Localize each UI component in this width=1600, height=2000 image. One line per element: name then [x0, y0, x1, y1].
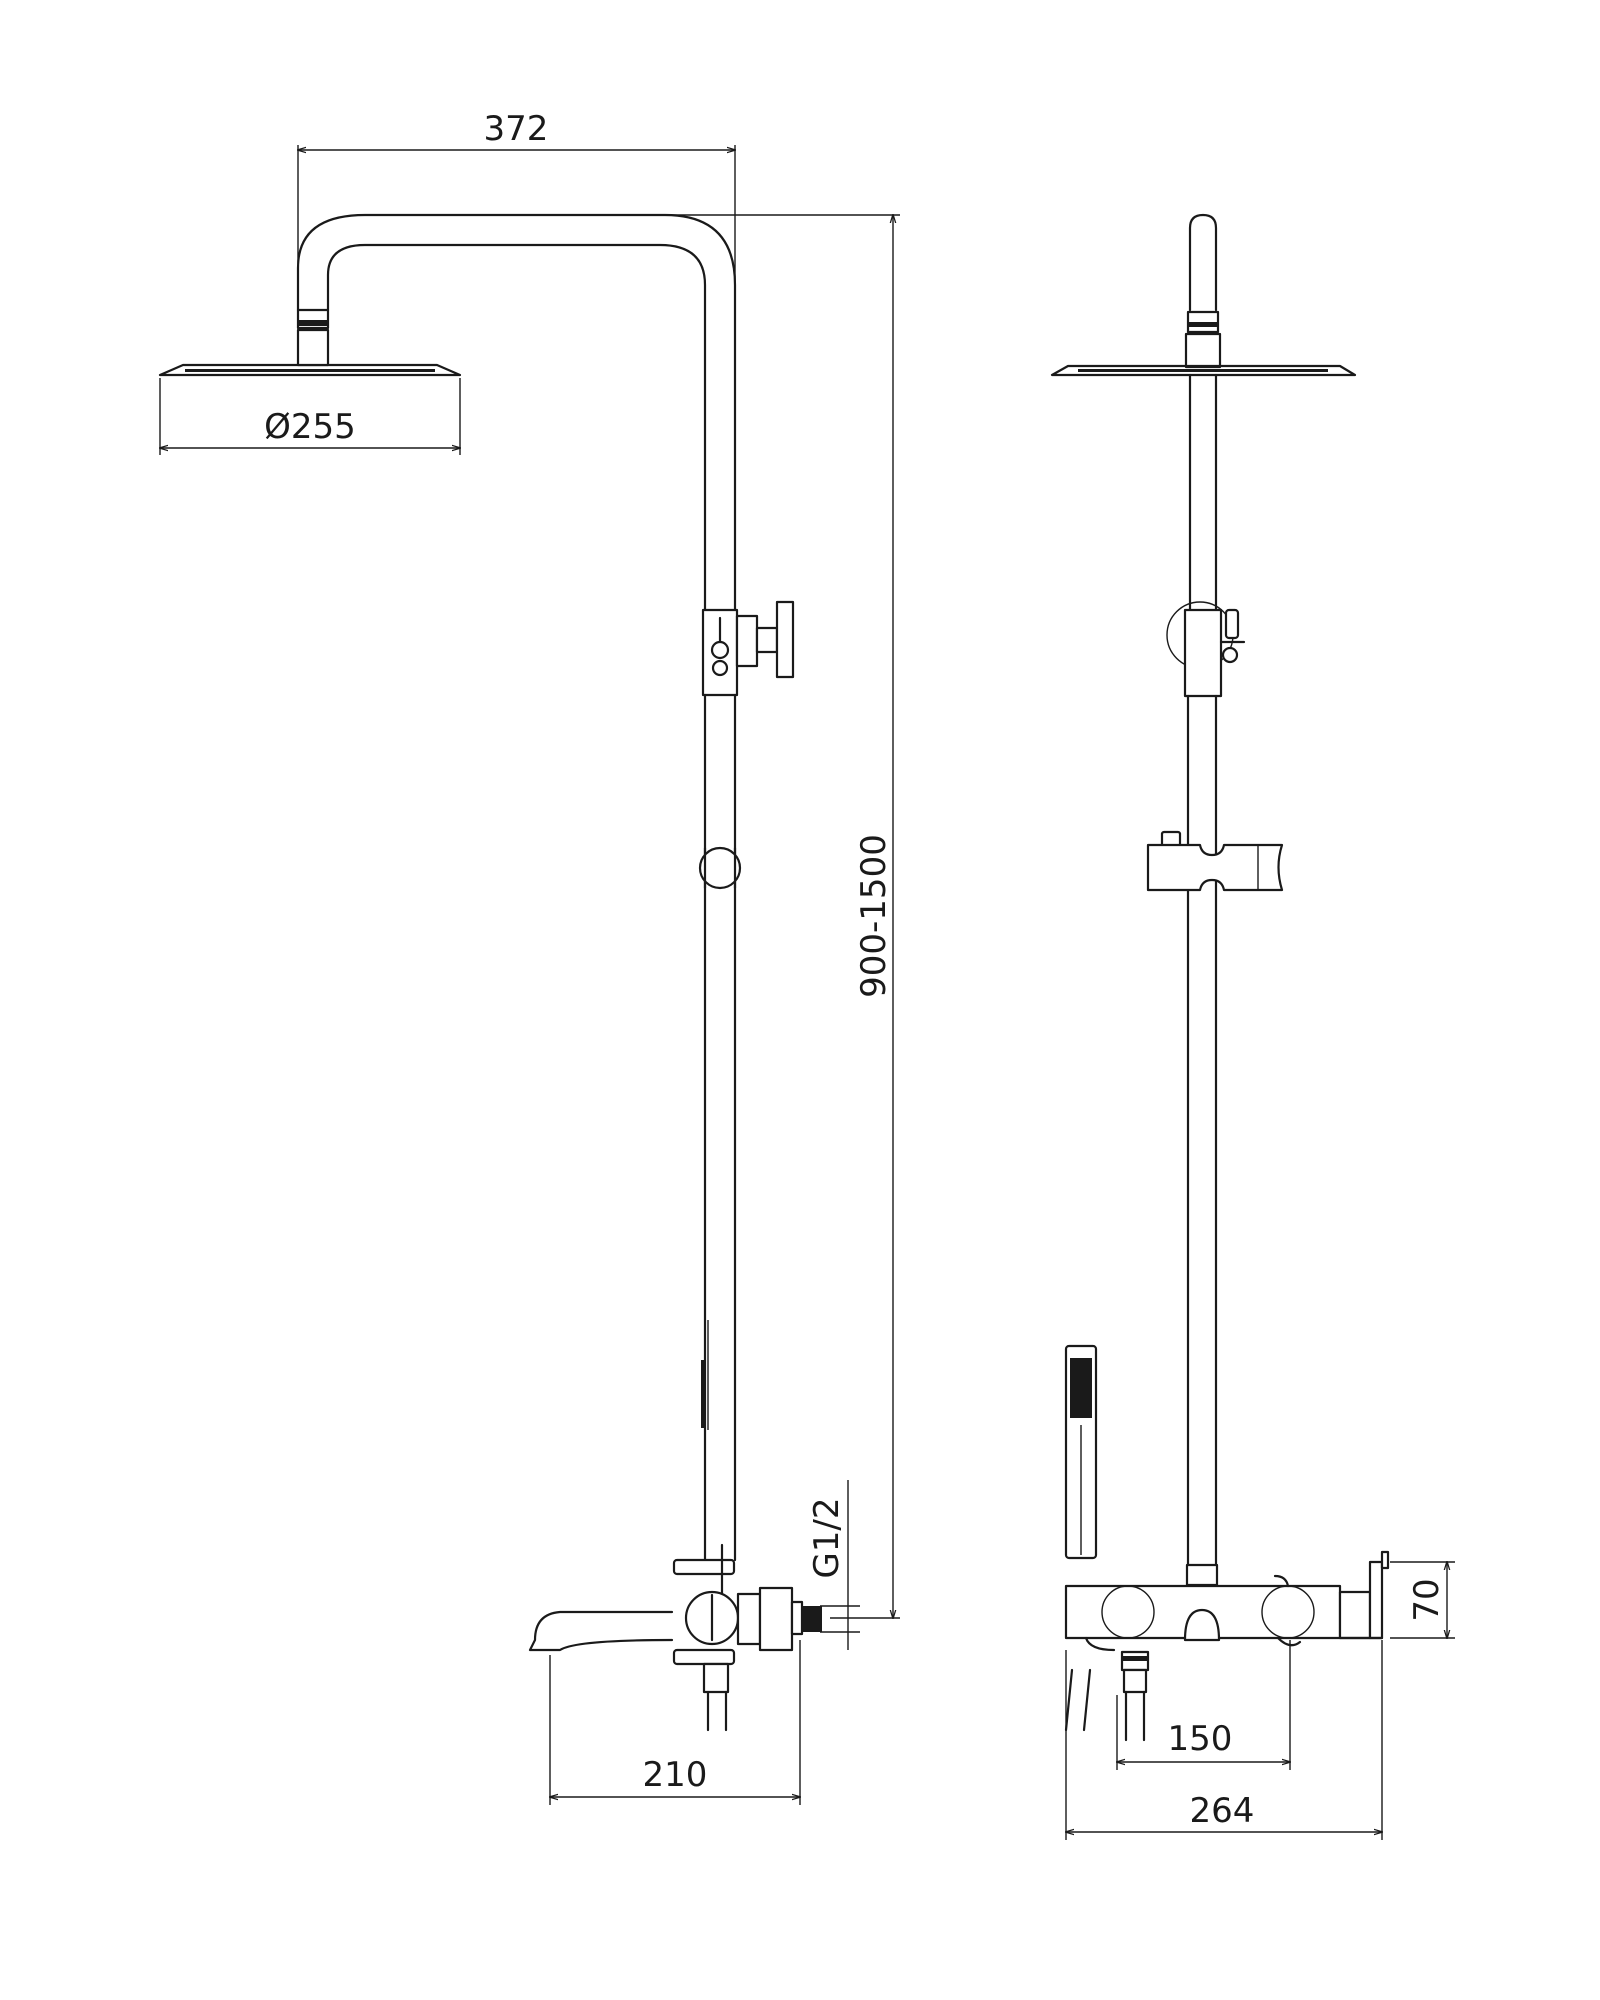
side-view: 70 150 264 [1050, 213, 1455, 1840]
shower-head [158, 308, 462, 377]
shower-head-side [1050, 310, 1357, 377]
dim-head-diameter: Ø255 [160, 378, 460, 455]
front-view: 372 Ø255 900-1500 G1/2 210 [158, 109, 900, 1805]
mixer-body-side [1064, 1550, 1390, 1652]
riser-rail [698, 693, 742, 1562]
dim-label-thread: G1/2 [807, 1497, 847, 1578]
bath-mixer [528, 1543, 822, 1732]
dim-label-spout-projection: 210 [643, 1755, 708, 1795]
dim-spout-projection: 210 [550, 1640, 800, 1805]
dim-label-head-diameter: Ø255 [264, 407, 356, 447]
slider-bracket [1146, 830, 1284, 892]
dim-thread: G1/2 [807, 1480, 860, 1650]
dim-label-total-depth: 264 [1190, 1791, 1255, 1831]
diverter-side [1166, 601, 1246, 698]
dim-mixer-height: 70 [1390, 1562, 1455, 1638]
hand-shower [1064, 1344, 1098, 1732]
rail-bottom-fitting [1185, 1563, 1219, 1587]
dim-label-inlet-centers: 150 [1168, 1719, 1233, 1759]
dim-label-mixer-height: 70 [1407, 1578, 1447, 1621]
dim-height-range: 900-1500 [665, 215, 900, 1618]
dim-total-depth: 264 [1066, 1640, 1382, 1840]
lower-fitting-side [1120, 1650, 1150, 1742]
arm-top-end [1188, 213, 1218, 312]
shower-arm [296, 213, 737, 612]
dim-label-arm-reach: 372 [484, 109, 549, 149]
diverter-block [701, 600, 795, 697]
dim-label-height-range: 900-1500 [854, 834, 894, 998]
dim-inlet-centers: 150 [1117, 1640, 1290, 1770]
dim-arm-reach: 372 [298, 109, 735, 308]
